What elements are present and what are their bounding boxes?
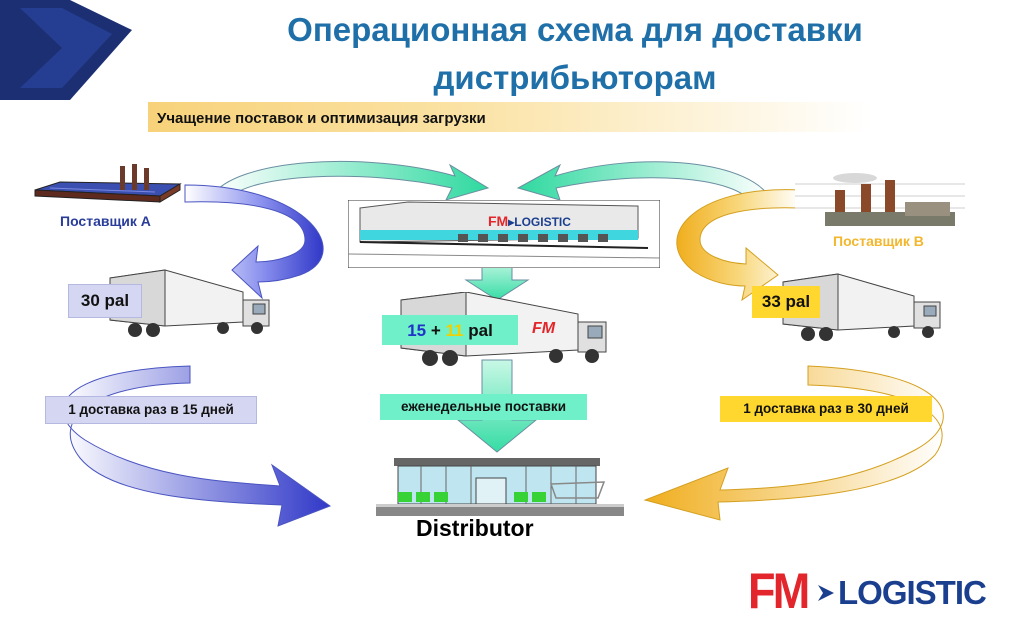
arrow-teal-right [516, 161, 773, 204]
arrow-blue-distributor [62, 365, 332, 527]
pallets-plus: + [430, 321, 441, 340]
supplier-a-pallets: 30 pal [68, 284, 142, 318]
fm-logistic-logo: FM LOGISTIC [748, 563, 998, 622]
logo-arrow-icon [818, 585, 834, 601]
distributor-label: Distributor [416, 515, 534, 541]
page-title: Операционная схема для доставки дистрибь… [287, 11, 863, 96]
center-frequency: еженедельные поставки [380, 394, 587, 420]
distributor-store-icon [376, 458, 624, 516]
corner-chevron-icon [0, 0, 132, 100]
supplier-a-label: Поставщик А [60, 213, 151, 229]
warehouse-icon [348, 200, 660, 268]
arrow-gold-distributor [643, 365, 944, 521]
supplier-a-frequency: 1 доставка раз в 15 дней [45, 396, 257, 424]
warehouse-sign-fm: FM [488, 213, 509, 229]
center-pallets: 15 + 11 pal [382, 315, 518, 345]
subtitle: Учащение поставок и оптимизация загрузки [157, 110, 486, 127]
arrow-teal-left [211, 160, 490, 201]
supplier-b-pallets: 33 pal [752, 286, 820, 318]
logo-fm: FM [748, 563, 810, 619]
pallets-a-count: 15 [407, 321, 427, 340]
logo-logistic: LOGISTIC [838, 574, 987, 611]
arrow-gold-supplier-b [676, 189, 801, 302]
center-truck-fm-mark: FM [532, 320, 556, 337]
pallets-b-count: 11 [445, 321, 464, 340]
subtitle-bar [148, 102, 868, 132]
pallets-unit: pal [468, 321, 493, 340]
warehouse-sign: FM▸LOGISTIC [488, 213, 571, 229]
supplier-b-label: Поставщик В [833, 233, 924, 249]
supplier-b-factory-icon [795, 172, 965, 234]
supplier-b-frequency: 1 доставка раз в 30 дней [720, 396, 932, 422]
arrow-blue-supplier-a [184, 184, 324, 300]
warehouse-sign-logistic: LOGISTIC [514, 215, 571, 229]
warehouse-sign-arrow-icon: ▸ [508, 215, 515, 229]
supplier-a-factory-icon [34, 164, 182, 203]
